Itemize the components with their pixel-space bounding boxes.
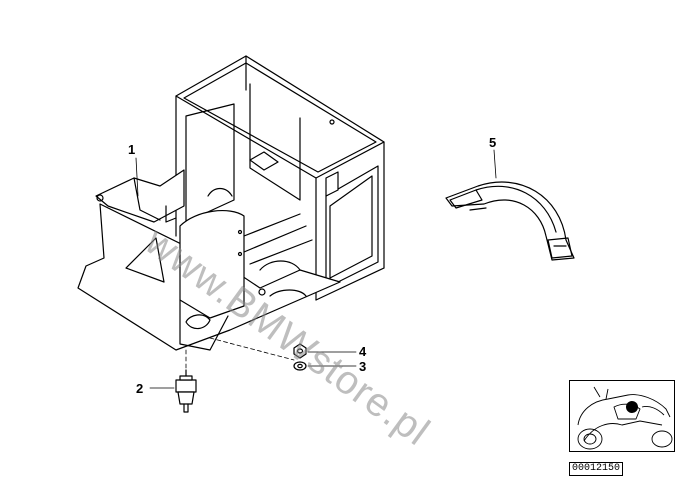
battery-box-frame bbox=[175, 55, 385, 301]
callout-4: 4 bbox=[359, 344, 367, 359]
callout-3: 3 bbox=[359, 359, 367, 374]
callout-5: 5 bbox=[489, 135, 497, 150]
nut bbox=[293, 343, 307, 359]
callout-1: 1 bbox=[128, 142, 136, 157]
callout-2: 2 bbox=[136, 381, 144, 396]
washer bbox=[293, 361, 307, 371]
location-marker-icon bbox=[626, 401, 638, 413]
rubber-mount bbox=[175, 369, 197, 413]
battery-strap bbox=[445, 181, 575, 261]
assembly-lines bbox=[185, 337, 295, 371]
motorcycle-thumbnail bbox=[569, 380, 675, 452]
leader-lines bbox=[135, 149, 497, 389]
battery-tray bbox=[77, 169, 341, 351]
diagram-id: 00012150 bbox=[569, 462, 624, 476]
